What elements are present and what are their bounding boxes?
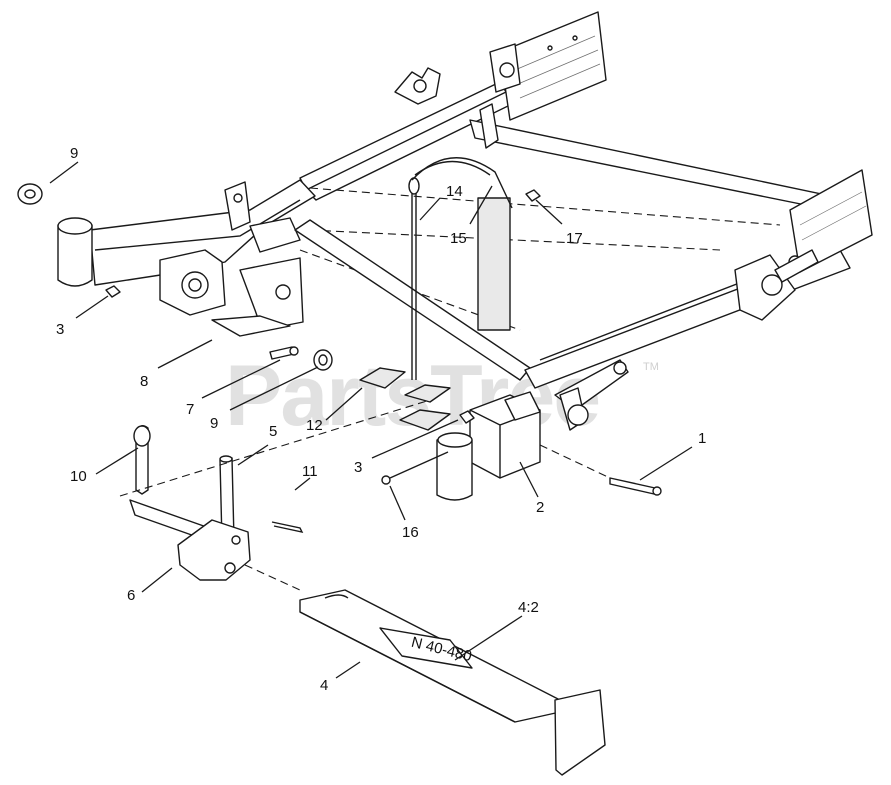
cotter-pin-11 (271, 521, 304, 533)
spacer-plate-12 (359, 367, 406, 389)
upper-cross-tube (469, 119, 856, 216)
callout-7: 7 (186, 401, 194, 418)
nut-3-left (105, 285, 121, 298)
callout-17: 17 (566, 230, 583, 247)
callout-2: 2 (536, 499, 544, 516)
callout-4: 4 (320, 677, 328, 694)
bracket-8 (211, 315, 291, 337)
right-end-plate (789, 169, 873, 273)
nut-3-center (459, 410, 475, 424)
callout-12: 12 (306, 417, 323, 434)
hitch-pin-10 (133, 425, 151, 495)
callout-3-left: 3 (56, 321, 64, 338)
callout-5: 5 (269, 423, 277, 440)
callout-8: 8 (140, 373, 148, 390)
callout-3-center: 3 (354, 459, 362, 476)
bolt-16 (389, 451, 449, 479)
callout-14: 14 (446, 183, 463, 200)
nut-17 (525, 189, 541, 202)
rear-mount-plate (499, 11, 607, 121)
callout-9-lower: 9 (210, 415, 218, 432)
front-pivot-bracket-2 (436, 391, 541, 501)
callout-6: 6 (127, 587, 135, 604)
vertical-step-plate (477, 197, 511, 331)
callout-10: 10 (70, 468, 87, 485)
link-bracket-6 (129, 499, 251, 581)
spacer-plate-lower (399, 409, 451, 431)
bolt-1 (609, 477, 656, 495)
callout-15: 15 (450, 230, 467, 247)
callout-9-top: 9 (70, 145, 78, 162)
callout-16: 16 (402, 524, 419, 541)
callout-11: 11 (302, 463, 318, 480)
watermark-trademark: TM (643, 361, 659, 373)
callout-1: 1 (698, 430, 706, 447)
callout-4-2: 4:2 (518, 599, 539, 616)
spacer-plate-upper (404, 384, 451, 403)
lift-arm-4 (299, 589, 606, 776)
center-left-bracket (249, 217, 301, 253)
